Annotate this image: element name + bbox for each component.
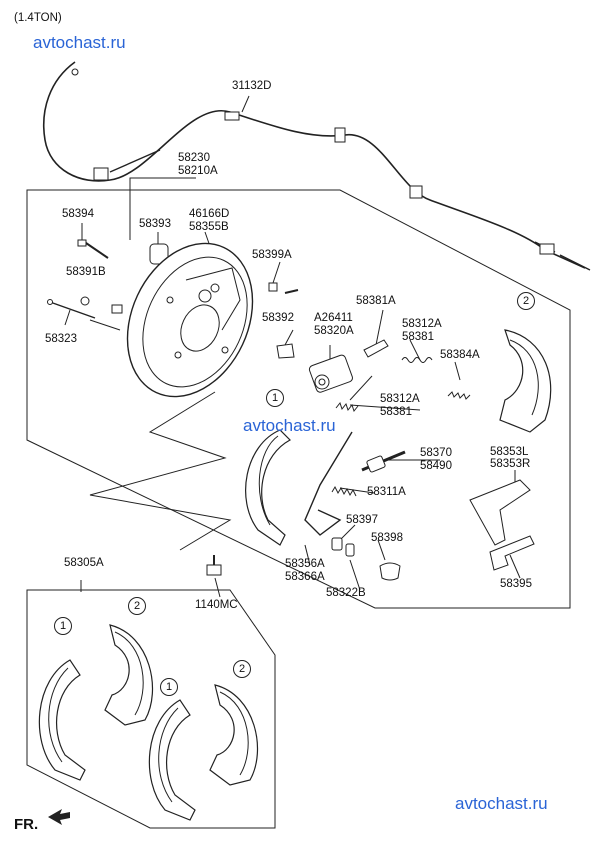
lever-58356A [304, 431, 353, 536]
callout-1-main: 1 [266, 389, 284, 407]
callout-2-set-b: 2 [233, 660, 251, 678]
part-label-58395[interactable]: 58395 [500, 578, 532, 590]
part-label-58210A[interactable]: 58210A [178, 165, 218, 177]
part-label-58366A[interactable]: 58366A [285, 571, 325, 583]
brake-shoe-2 [499, 329, 552, 433]
shoe-set-outline [26, 589, 276, 829]
watermark-middle: avtochast.ru [243, 416, 336, 435]
shoe-set-shoe-2-a [104, 624, 153, 726]
part-label-58370[interactable]: 58370 [420, 447, 452, 459]
callout-2-set-a: 2 [128, 597, 146, 615]
spring-58381-upper [401, 357, 433, 363]
watermark-bottom: avtochast.ru [455, 794, 548, 813]
part-label-58399A[interactable]: 58399A [252, 249, 292, 261]
spring-58381-lower [335, 401, 359, 413]
retainer-58397 [331, 537, 355, 557]
shoe-set-shoe-2-b [209, 684, 258, 786]
part-label-58391B[interactable]: 58391B [66, 266, 106, 278]
brake-shoe-1 [245, 429, 291, 546]
part-label-58398[interactable]: 58398 [371, 532, 403, 544]
bolt-58394 [77, 239, 109, 259]
front-label: FR. [14, 816, 39, 833]
part-label-58353R[interactable]: 58353R [490, 458, 531, 470]
bleeder-screw [284, 289, 299, 294]
shoe-set-shoe-1-b [148, 699, 196, 821]
variant-label: (1.4TON) [14, 12, 62, 24]
bleeder-58399A [268, 282, 278, 292]
part-label-58305A[interactable]: 58305A [64, 557, 104, 569]
nut-58391B [80, 296, 90, 306]
part-label-58356A[interactable]: 58356A [285, 558, 325, 570]
strut-58353 [469, 479, 531, 546]
strut-58395 [489, 535, 535, 571]
spring-58311A [331, 485, 357, 497]
spring-58384A [447, 391, 471, 400]
backing-plate [126, 242, 254, 398]
part-label-58312A-lower[interactable]: 58312A [380, 393, 420, 405]
wheel-cylinder-58320A [308, 354, 353, 393]
part-label-58381A[interactable]: 58381A [356, 295, 396, 307]
watermark-top: avtochast.ru [33, 33, 126, 52]
part-label-58393[interactable]: 58393 [139, 218, 171, 230]
part-label-31132D[interactable]: 31132D [232, 80, 272, 92]
part-label-58384A[interactable]: 58384A [440, 349, 480, 361]
callout-1-set-b: 1 [160, 678, 178, 696]
part-label-58490[interactable]: 58490 [420, 460, 452, 472]
part-label-58397[interactable]: 58397 [346, 514, 378, 526]
part-label-58353L[interactable]: 58353L [490, 446, 529, 458]
seal-58392 [276, 343, 295, 359]
part-label-58322B[interactable]: 58322B [326, 587, 366, 599]
callout-2-main: 2 [517, 292, 535, 310]
callout-1-set-a: 1 [54, 617, 72, 635]
part-label-58381-upper[interactable]: 58381 [402, 331, 434, 343]
part-label-58312A-upper[interactable]: 58312A [402, 318, 442, 330]
part-label-A26411[interactable]: A26411 [314, 312, 353, 324]
cap-58398 [379, 562, 401, 581]
shoe-set-shoe-1-a [38, 659, 86, 781]
clip-58381A [363, 339, 389, 358]
assembly-outline [26, 189, 571, 609]
part-label-58355B[interactable]: 58355B [189, 221, 229, 233]
front-direction-arrow [48, 809, 70, 825]
part-label-58394[interactable]: 58394 [62, 208, 94, 220]
part-label-58311A[interactable]: 58311A [367, 486, 406, 498]
part-label-58320A[interactable]: 58320A [314, 325, 354, 337]
part-label-58392[interactable]: 58392 [262, 312, 294, 324]
pin-58323 [49, 301, 96, 319]
part-label-58381-lower[interactable]: 58381 [380, 406, 412, 418]
part-label-58323[interactable]: 58323 [45, 333, 77, 345]
bolt-1140MC [206, 555, 222, 576]
part-label-1140MC[interactable]: 1140MC [195, 599, 238, 611]
part-label-58230[interactable]: 58230 [178, 152, 210, 164]
part-label-46166D[interactable]: 46166D [189, 208, 230, 220]
